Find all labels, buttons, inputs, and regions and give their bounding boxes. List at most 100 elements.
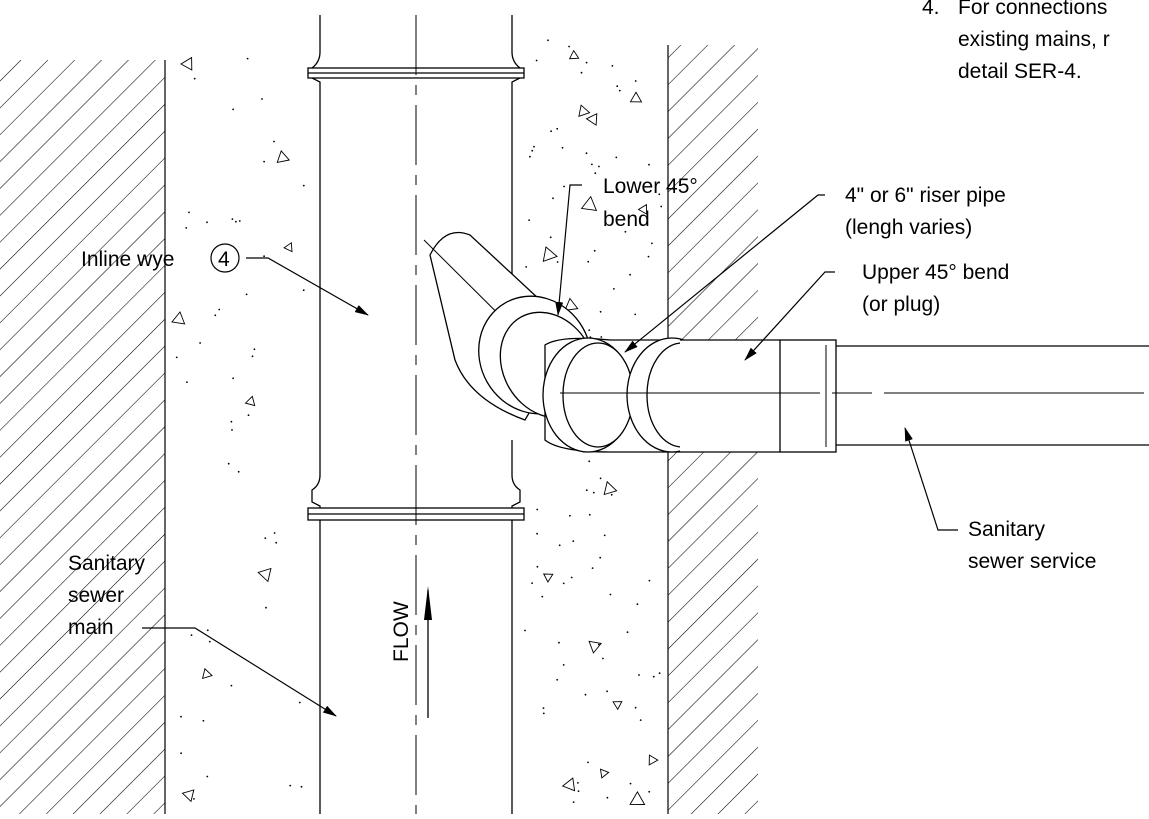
stipple-triangle [283,241,293,253]
stipple-triangle [629,91,643,103]
stipple-dot [302,289,305,292]
stipple-dot [232,108,235,111]
stipple-dot [606,796,609,799]
stipple-dot [568,45,570,48]
stipple-dot [193,77,196,80]
stipple-dot [206,221,208,224]
stipple-dot [616,188,619,191]
stipple-dot [253,348,256,351]
leader-inline-wye [246,257,369,316]
leader-upper-bend [744,271,835,361]
stipple-dot [238,220,241,222]
stipple-dot [660,205,663,208]
stipple-dot [599,310,602,313]
stipple-dot [199,342,202,344]
label-riser-line2: (lengh varies) [845,216,972,239]
stipple-dot [651,242,653,245]
leader-lines [142,184,958,717]
stipple-dot [556,261,559,263]
stipple-dot [524,629,526,632]
stipple-dot [624,230,627,233]
stipple-triangle [580,195,598,211]
stipple-dot [185,227,188,229]
stipple-triangle [568,49,580,60]
stipple-dot [569,514,571,517]
stipple-dot [572,801,575,803]
stipple-dot [218,308,221,311]
stipple-dot [600,336,603,338]
stipple-dot [562,582,565,585]
stipple-dot [587,761,589,764]
sanitary-sewer-service-pipe [560,339,1149,453]
label-riser-line1: 4" or 6" riser pipe [845,184,1006,207]
label-lower-bend-line2: bend [603,208,650,231]
stipple-dot [190,634,193,636]
stipple-dot [648,163,650,166]
stipple-triangle [599,768,610,779]
stipple-dot [531,149,534,152]
stipple-triangle [542,246,558,262]
stipple-dot [599,556,602,559]
stipple-dot [302,184,305,187]
stipple-dot [577,790,580,792]
stipple-dot [251,355,254,358]
stipple-dot [247,414,250,417]
stipple-dot [658,193,661,196]
stipple-dot [298,701,301,704]
stipple-dot [180,752,183,755]
stipple-dot [206,629,209,632]
stipple-dot [616,85,619,88]
stipple-dot [597,643,600,646]
stipple-dot [563,185,565,188]
stipple-dot [535,59,538,62]
stipple-dot [638,674,640,676]
native-soil-left [0,60,166,814]
stipple-dot [588,460,591,463]
stipple-triangle [612,701,623,711]
stipple-triangle [629,791,646,805]
stipple-dot [541,595,544,598]
stipple-dot [626,631,629,634]
label-upper-bend-line2: (or plug) [862,293,940,316]
stipple-dot [588,329,591,331]
stipple-dot [658,672,661,675]
stipple-dot [273,532,276,534]
stipple-dot [602,657,604,660]
label-service-line1: Sanitary [968,518,1046,541]
stipple-dot [634,706,637,709]
stipple-triangle [244,395,256,407]
stipple-dot [232,377,235,380]
stipple-dot [275,541,278,544]
leader-lower-bend [555,184,582,316]
stipple-dot [261,98,263,100]
stipple-triangle [637,203,648,215]
stipple-dot [558,544,561,547]
stipple-dot [263,160,265,163]
stipple-dot [245,293,248,296]
label-inline-wye: Inline wye [81,248,174,271]
stipple-dot [230,684,233,687]
note-line-1: For connections [958,0,1107,19]
stipple-dot [629,782,632,785]
stipple-dot [593,249,596,252]
stipple-dot [188,211,190,214]
stipple-dot [572,540,575,542]
stipple-dot [599,477,602,480]
stipple-dot [289,784,292,787]
stipple-dot [231,218,234,221]
leader-riser [624,194,825,353]
stipple-dot [634,80,637,82]
stipple-dot [652,675,655,678]
stipple-triangle [257,567,272,583]
stipple-dot [609,593,612,596]
label-flow: FLOW [390,601,413,662]
stipple-dot [615,156,618,159]
stipple-triangle [578,104,591,117]
reference-number: 4 [218,248,230,271]
stipple-dot [584,693,587,696]
stipple-dot [558,641,560,644]
stipple-dot [214,314,217,317]
stipple-dot [588,513,591,516]
